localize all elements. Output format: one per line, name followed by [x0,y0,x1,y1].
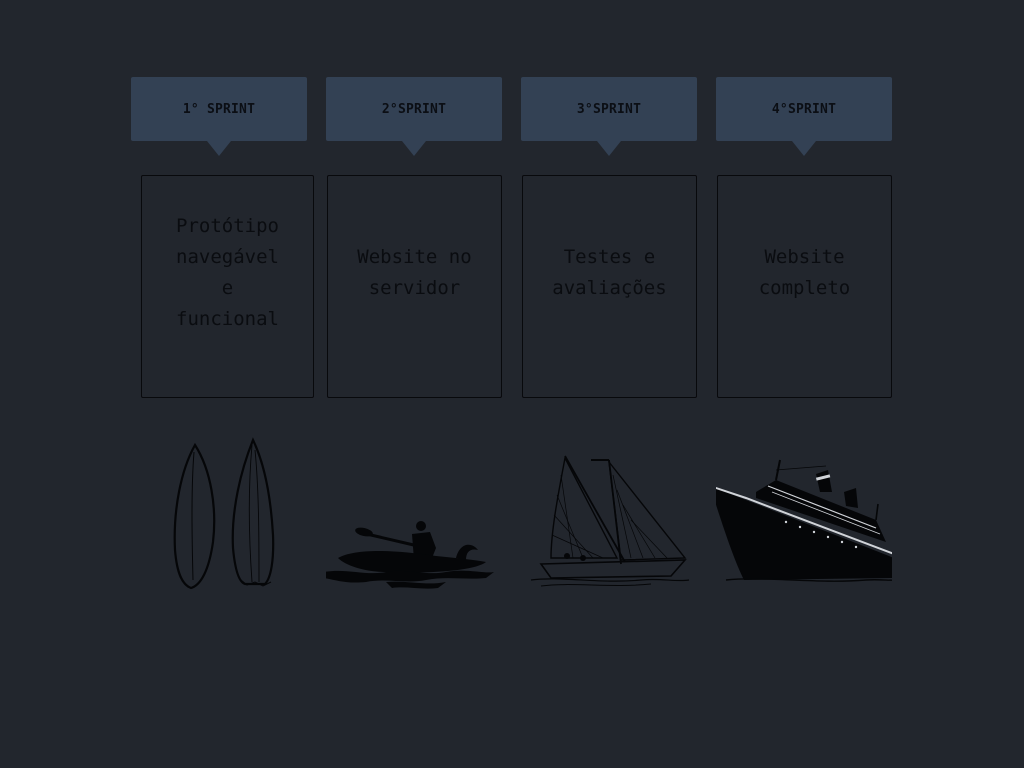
sprint-label-3: 3°SPRINT [576,101,642,117]
sprint-card-4: Website completo [717,175,892,398]
ocean-liner-icon [716,430,892,595]
sprint-label-4: 4°SPRINT [771,101,837,117]
sprint-description-2: Website no servidor [357,245,472,299]
sprint-column-3: 3°SPRINT Testes e avaliações [521,0,697,768]
sprint-column-2: 2°SPRINT Website no servidor [326,0,502,768]
kayak-icon [326,430,502,595]
sprint-column-1: 1° SPRINT Protótipo navegável e funciona… [131,0,314,768]
sprint-card-2: Website no servidor [327,175,502,398]
sailboat-icon [521,430,697,595]
sprint-label-2: 2°SPRINT [381,101,447,117]
sprint-header-4: 4°SPRINT [716,77,892,156]
sprint-description-1: Protótipo navegável e funcional [176,214,279,330]
sprint-header-3: 3°SPRINT [521,77,697,156]
sprint-card-1: Protótipo navegável e funcional [141,175,314,398]
surfboards-icon [131,430,307,595]
sprint-card-3: Testes e avaliações [522,175,697,398]
sprint-label-1: 1° SPRINT [182,101,256,117]
sprint-description-4: Website completo [758,245,851,299]
sprint-column-4: 4°SPRINT Website completo [716,0,892,768]
sprint-description-3: Testes e avaliações [552,245,667,299]
sprint-header-2: 2°SPRINT [326,77,502,156]
sprint-header-1: 1° SPRINT [131,77,307,156]
